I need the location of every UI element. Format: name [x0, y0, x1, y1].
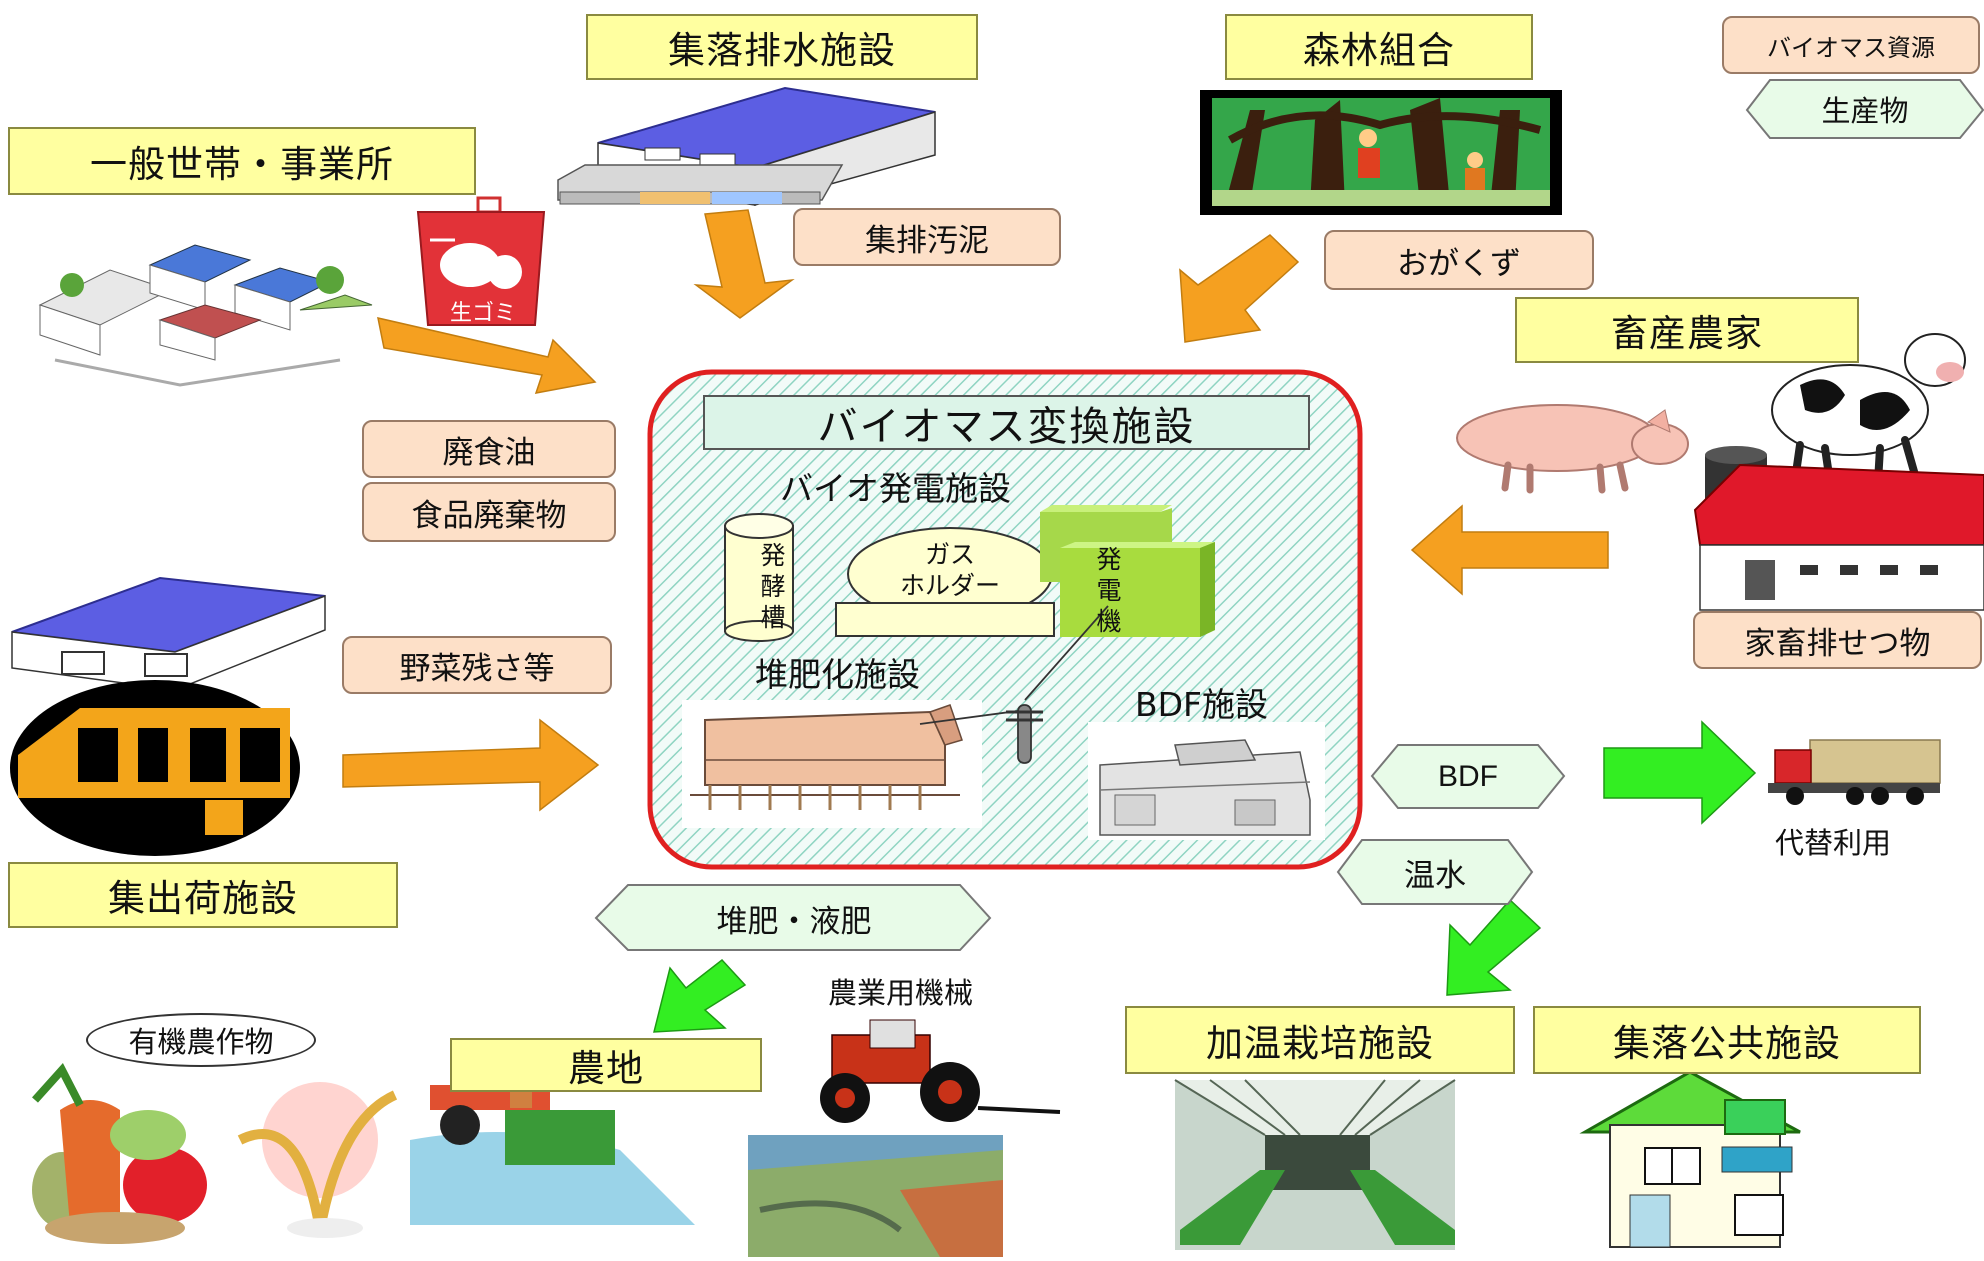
vegetables	[32, 1063, 207, 1244]
farm-machinery-label: 農業用機械	[828, 976, 974, 1010]
shipping-facility-box: 集出荷施設	[8, 862, 398, 928]
livestock-farmer-box: 畜産農家	[1515, 297, 1859, 363]
gas-holder-label-1: ガス	[924, 540, 975, 569]
compost-building	[682, 700, 982, 828]
forestry-scene	[1200, 90, 1562, 215]
center-title: バイオマス変換施設	[703, 395, 1310, 450]
vegetable-residue-box: 野菜残さ等	[342, 636, 612, 694]
forest-union-box: 森林組合	[1225, 14, 1533, 80]
arrow-household-in	[377, 317, 597, 394]
power-line	[919, 605, 1109, 764]
compost-facility-label: 堆肥化施設	[755, 655, 920, 694]
public-facility-box: 集落公共施設	[1533, 1006, 1921, 1074]
village-drainage-box: 集落排水施設	[586, 14, 978, 80]
houses-cluster	[38, 244, 373, 387]
legend-product-box	[1745, 79, 1984, 139]
pig	[1456, 404, 1689, 494]
greenhouse	[1174, 1079, 1456, 1250]
hotwater-box	[1336, 839, 1534, 905]
heated-greenhouse-box: 加温栽培施設	[1125, 1006, 1515, 1074]
red-barn	[1693, 446, 1984, 611]
field-photo	[748, 1135, 1003, 1257]
organic-crops-label: 有機農作物	[86, 1013, 316, 1067]
drainage-facility	[557, 86, 936, 206]
sawdust-box: おがくず	[1324, 230, 1594, 290]
bdf-label: BDF	[1438, 760, 1498, 793]
legend-product: 生産物	[1821, 94, 1909, 128]
arrow-livestock-in	[1410, 504, 1609, 596]
arrow-bdf-out	[1603, 720, 1757, 825]
fermenter-label: 発酵槽	[760, 541, 786, 632]
power-plant-label: バイオ発電施設	[780, 469, 1011, 508]
compost-label: 堆肥・液肥	[716, 903, 872, 940]
livestock-manure-box: 家畜排せつ物	[1693, 611, 1982, 669]
fermenter-tank	[724, 513, 794, 642]
gas-holder	[835, 527, 1055, 637]
generator-label: 発電機	[1096, 545, 1122, 636]
truck	[1768, 739, 1941, 805]
bdf-machine	[1088, 722, 1325, 840]
compost-box	[594, 884, 992, 951]
sludge-box: 集排汚泥	[793, 208, 1061, 266]
generator-cubes	[1040, 505, 1215, 637]
tractor	[820, 1019, 1061, 1123]
alternative-use-label: 代替利用	[1775, 826, 1892, 860]
legend-resource: バイオマス資源	[1722, 16, 1980, 74]
food-waste-box: 食品廃棄物	[362, 482, 616, 542]
waste-oil-box: 廃食油	[362, 420, 616, 478]
households-box: 一般世帯・事業所	[8, 127, 476, 195]
gas-holder-label-2: ホルダー	[899, 571, 1000, 600]
garbage-bag	[416, 196, 546, 326]
bdf-facility-label: BDF施設	[1135, 685, 1269, 724]
arrow-compost-out	[653, 958, 747, 1033]
arrow-sawdust-in	[1179, 234, 1300, 343]
farmland-box: 農地	[450, 1038, 762, 1092]
shipping-facility	[11, 576, 326, 691]
hotwater-label: 温水	[1404, 857, 1466, 894]
arrow-vegetable-in	[342, 718, 600, 812]
arrow-hotwater-out	[1446, 898, 1542, 996]
garbage-label: 生ゴミ	[449, 301, 516, 326]
public-building	[1579, 1070, 1801, 1248]
warehouse-forklift	[10, 680, 300, 856]
arrow-sludge-in	[693, 209, 795, 319]
rice-planter	[410, 1061, 695, 1225]
bdf-box	[1370, 744, 1566, 809]
rice-plant	[237, 1082, 398, 1238]
